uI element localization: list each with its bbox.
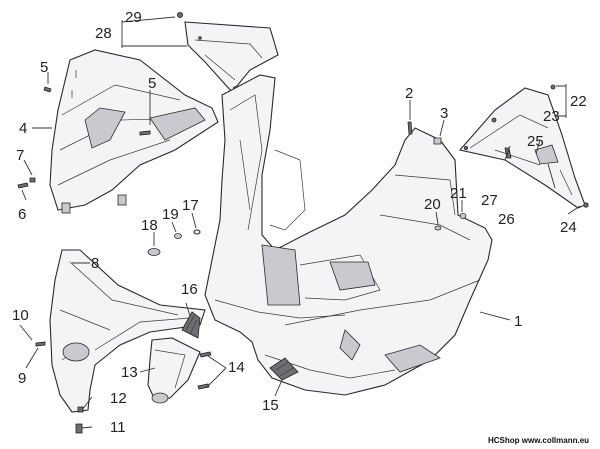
callout-21: 21 [450,185,467,202]
upper-front-panel [49,49,219,214]
callout-5-mid: 5 [148,75,156,92]
callout-1: 1 [514,313,522,330]
callout-23: 23 [543,108,560,125]
callout-20: 20 [424,196,441,213]
leader-lines [19,16,581,429]
callout-13: 13 [121,364,138,381]
watermark: HCShop www.collmann.eu [488,436,589,445]
callout-labels: 29 28 5 5 4 7 6 8 10 9 12 11 13 14 15 16… [12,9,587,436]
callout-18: 18 [141,217,158,234]
callout-28: 28 [95,25,112,42]
callout-10: 10 [12,307,29,324]
callout-5-top: 5 [40,59,48,76]
callout-25: 25 [527,133,544,150]
callout-11: 11 [110,419,126,436]
center-bracket [147,337,201,404]
callout-6: 6 [18,206,26,223]
callout-15: 15 [262,397,279,414]
callout-4: 4 [19,120,27,137]
screw-set-left [17,86,151,189]
callout-2: 2 [405,85,413,102]
lower-front-panel [49,249,206,413]
callout-24: 24 [560,219,577,236]
small-parts [147,121,467,256]
callout-7: 7 [16,147,24,164]
callout-22: 22 [570,93,587,110]
callout-16: 16 [181,281,198,298]
callout-17: 17 [182,197,199,214]
main-legshield [204,74,493,396]
callout-9: 9 [18,370,26,387]
callout-27: 27 [481,192,498,209]
screw-set-lower [35,341,212,434]
callout-3: 3 [440,105,448,122]
callout-8: 8 [91,255,99,272]
callout-12: 12 [110,390,127,407]
callout-14: 14 [228,359,245,376]
callout-29: 29 [125,9,142,26]
right-side-panel [458,84,589,209]
small-grilles [181,311,299,381]
callout-26: 26 [498,211,515,228]
callout-19: 19 [162,206,179,223]
